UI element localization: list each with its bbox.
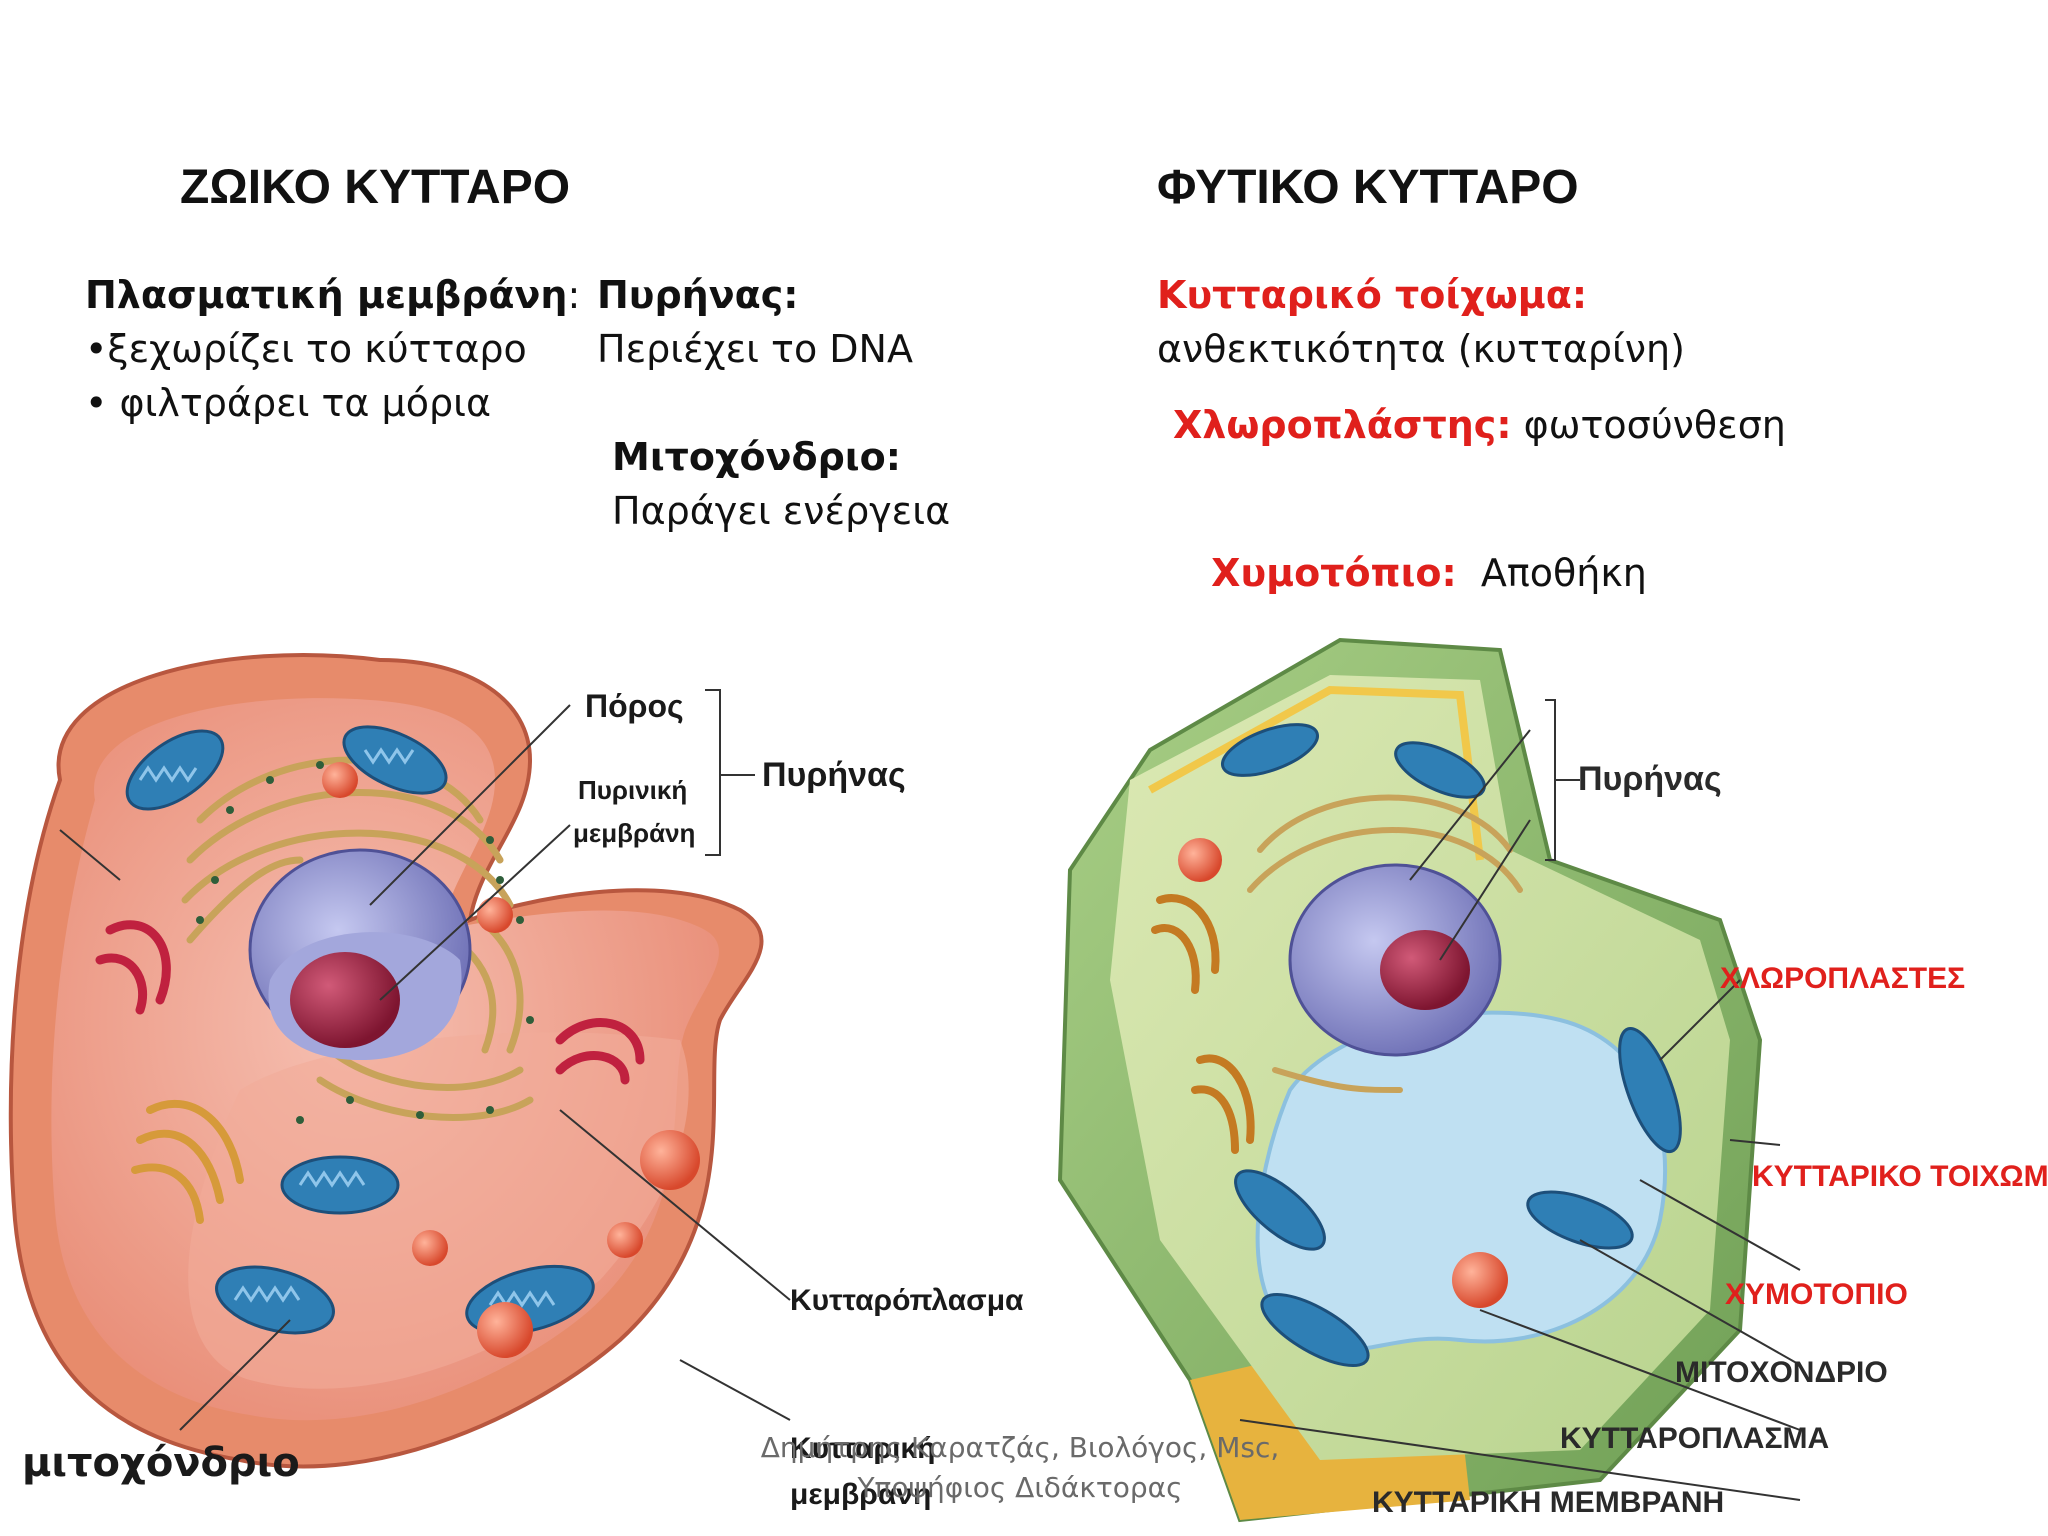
animal-nucleus-label: Πυρήνας [762, 756, 906, 794]
vacuole-diagram-label: ΧΥΜΟΤΟΠΙΟ [1725, 1278, 1908, 1311]
nucleus-text: Περιέχει το DNA [597, 327, 913, 371]
chloroplast-text: φωτοσύνθεση [1511, 403, 1786, 447]
plant-cell-diagram [1057, 637, 1801, 1523]
cytoplasm-label: Κυτταρόπλασμα [790, 1284, 1024, 1317]
animal-cell-title: ΖΩΙΚΟ ΚΥΤΤΑΡΟ [180, 161, 571, 214]
vacuole-line: Χυμοτόπιο: Αποθήκη [1187, 492, 1647, 600]
footer-line-2: Υποψήφιος Διδάκτορας [857, 1471, 1183, 1504]
cell-wall-diagram-label: ΚΥΤΤΑΡΙΚΟ ΤΟΙΧΩΜΑ [1752, 1160, 2048, 1193]
cell-membrane-label-1: Κυτταρική [790, 1432, 936, 1465]
animal-golgi-yellow [131, 1099, 244, 1224]
pore-label: Πόρος [585, 688, 684, 724]
mitochondrion-label: Μιτοχόνδριο: [612, 435, 901, 479]
membrane-item-2: • φιλτράρει τα μόρια [85, 381, 492, 425]
cell-wall-label: Κυτταρικό τοίχωμα: [1157, 273, 1588, 317]
mitochondrion-text: Παράγει ενέργεια [612, 489, 951, 533]
footer-credit: Δημήτρης Καρατζάς, Βιολόγος, Msc, Υποψήφ… [760, 1428, 1280, 1508]
plasma-membrane-label: Πλασματική μεμβράνη [85, 273, 568, 317]
membrane-item-1: •ξεχωρίζει το κύτταρο [85, 327, 527, 371]
footer-line-1: Δημήτρης Καρατζάς, Βιολόγος, Msc, [760, 1431, 1280, 1464]
vacuole-text: Αποθήκη [1456, 551, 1647, 595]
chloroplast-label: Χλωροπλάστης: [1173, 403, 1512, 447]
plant-nucleus-label: Πυρήνας [1578, 760, 1722, 798]
nucleus-label: Πυρήνας: [597, 273, 799, 317]
plant-cell-title: ΦΥΤΙΚΟ ΚΥΤΤΑΡΟ [1157, 161, 1579, 214]
animal-mitochondria [125, 725, 595, 1336]
mitochondrion-block: Μιτοχόνδριο: Παράγει ενέργεια [612, 430, 950, 538]
plant-cytoplasm-label: ΚΥΤΤΑΡΟΠΛΑΣΜΑ [1560, 1422, 1830, 1455]
nucleus-block: Πυρήνας: Περιέχει το DNA [597, 268, 913, 376]
plasma-membrane-colon: : [567, 273, 581, 317]
animal-cell-diagram [8, 653, 791, 1469]
plant-chloroplasts [1221, 723, 1682, 1368]
plant-mitochondrion-label: ΜΙΤΟΧΟΝΔΡΙΟ [1675, 1356, 1888, 1389]
nuclear-membrane-label-1: Πυρινική [578, 775, 688, 805]
vacuole-label: Χυμοτόπιο: [1211, 551, 1457, 595]
plasma-membrane-block: Πλασματική μεμβράνη: •ξεχωρίζει το κύττα… [85, 268, 580, 430]
animal-golgi [95, 920, 645, 1085]
nuclear-membrane-label-2: μεμβράνη [573, 818, 696, 848]
mitochondrion-diagram-label: μιτοχόνδριο [22, 1440, 300, 1486]
chloroplast-line: Χλωροπλάστης: φωτοσύνθεση [1173, 398, 1786, 452]
animal-nucleolus [290, 952, 400, 1048]
cell-membrane-label-2: μεμβράνη [790, 1478, 932, 1511]
plant-cell-membrane-label: ΚΥΤΤΑΡΙΚΗ ΜΕΜΒΡΑΝΗ [1372, 1486, 1725, 1519]
plant-nucleolus [1380, 930, 1470, 1010]
cell-wall-block: Κυτταρικό τοίχωμα: ανθεκτικότητα (κυτταρ… [1157, 268, 1685, 376]
cell-wall-text: ανθεκτικότητα (κυτταρίνη) [1157, 327, 1685, 371]
chloroplasts-diagram-label: ΧΛΩΡΟΠΛΑΣΤΕΣ [1720, 962, 1966, 995]
